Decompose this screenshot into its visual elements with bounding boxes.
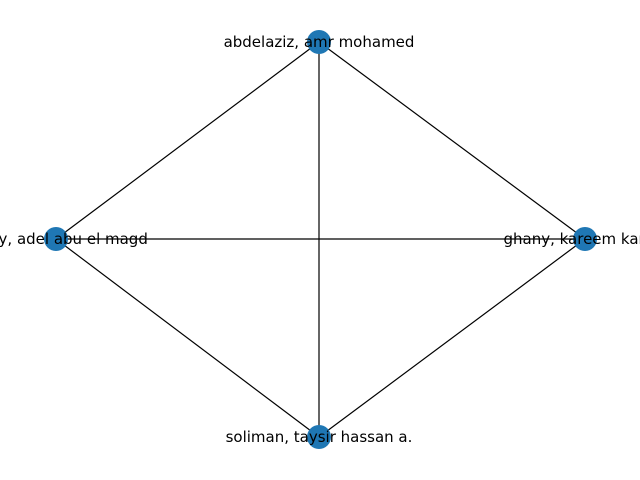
edge-n0-n3: [55, 41, 320, 240]
edge-n1-n2: [318, 238, 586, 438]
node-label-n1: ghany, kareem kamal: [503, 230, 640, 248]
edges-layer: [55, 41, 586, 438]
node-label-n2: soliman, taysir hassan a.: [226, 428, 413, 446]
node-n0: [307, 30, 331, 54]
node-label-n0: abdelaziz, amr mohamed: [224, 33, 415, 51]
edge-n2-n3: [55, 238, 320, 438]
node-n2: [307, 425, 331, 449]
node-label-n3: badry, adel abu el magd: [0, 230, 148, 248]
node-n1: [573, 227, 597, 251]
node-n3: [44, 227, 68, 251]
nodes-layer: [44, 30, 597, 449]
labels-layer: abdelaziz, amr mohamed ghany, kareem kama…: [0, 33, 640, 446]
edge-n0-n1: [318, 41, 586, 240]
